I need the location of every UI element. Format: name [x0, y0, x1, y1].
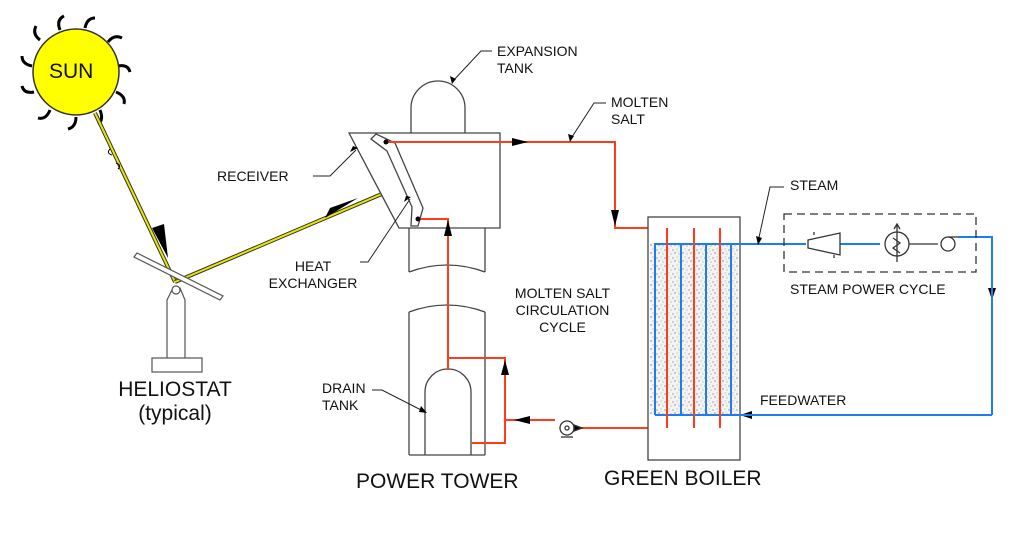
turbine-icon	[807, 232, 841, 256]
label-line: MOLTEN SALT	[514, 285, 611, 301]
label-line: CYCLE	[539, 319, 586, 335]
heliostat	[133, 252, 224, 373]
water-steam-loop	[654, 236, 993, 416]
green-boiler-label: GREEN BOILER	[604, 467, 762, 490]
feed-pump-icon	[940, 236, 956, 252]
drain-tank	[424, 368, 472, 455]
steam-label: STEAM	[790, 177, 839, 193]
steam-power-cycle	[783, 213, 977, 273]
leader-lines	[313, 50, 784, 413]
steam-power-cycle-label: STEAM POWER CYCLE	[790, 281, 946, 297]
label-line: HEAT	[294, 258, 332, 274]
sun-icon	[20, 14, 132, 131]
label-line: CIRCULATION	[515, 302, 610, 318]
sun-ray-reflected	[174, 180, 411, 284]
ray-arrow-icon	[325, 198, 358, 218]
label-line: EXPANSION	[497, 43, 578, 59]
power-tower-label: POWER TOWER	[356, 470, 519, 493]
ray-arrow-icon	[152, 224, 168, 258]
label-line: TANK	[322, 397, 359, 413]
feedwater-label: FEEDWATER	[760, 392, 847, 408]
sun-ray-incident	[93, 112, 177, 283]
heliostat-label: HELIOSTAT(typical)	[95, 378, 255, 426]
molten-salt-tubes-front	[666, 228, 721, 428]
label-line: MOLTEN	[611, 94, 669, 110]
label-line: (typical)	[138, 402, 212, 425]
salt-pump-icon	[559, 420, 584, 438]
expansion-tank	[410, 80, 466, 133]
label-line: TANK	[497, 60, 534, 76]
label-line: DRAIN	[322, 380, 366, 396]
sun-label: SUN	[49, 60, 94, 83]
label-line: HELIOSTAT	[118, 378, 232, 401]
label-line: EXCHANGER	[268, 275, 358, 291]
receiver-label: RECEIVER	[217, 168, 289, 184]
power-tower	[347, 80, 501, 456]
label-line: SALT	[611, 111, 645, 127]
